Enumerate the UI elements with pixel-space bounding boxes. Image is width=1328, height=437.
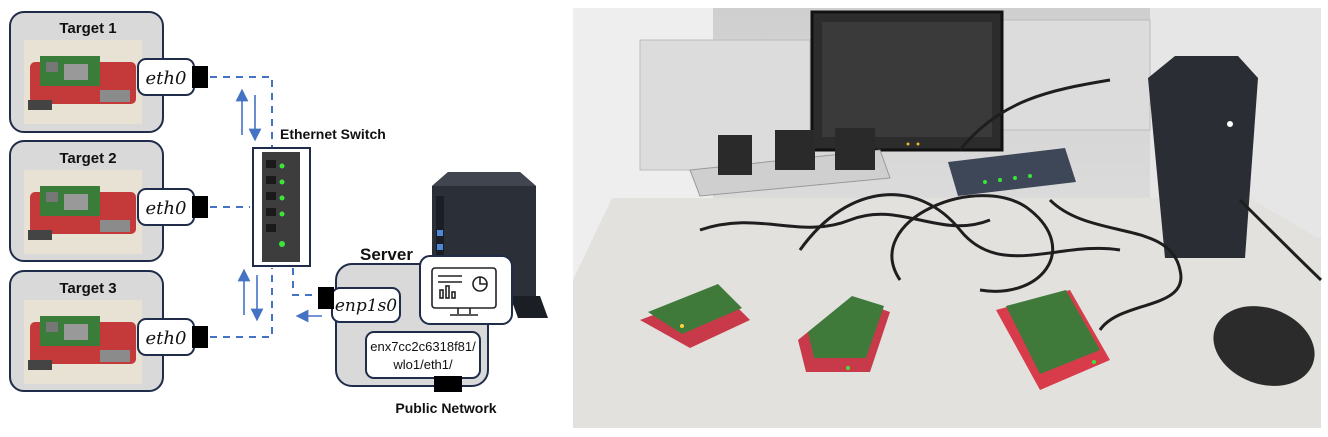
switch-label: Ethernet Switch: [280, 126, 386, 142]
target-2-title: Target 2: [59, 150, 116, 167]
target-3-port: [192, 326, 208, 348]
target-3-title: Target 3: [59, 280, 116, 297]
photo-mini-pc: [1148, 56, 1258, 258]
public-network-label: Public Network: [395, 400, 496, 416]
target-2-box: Target 2 eth0: [10, 141, 208, 261]
setup-photo: [573, 8, 1326, 428]
target-2-port: [192, 196, 208, 218]
target-1-iface: eth0: [146, 68, 187, 89]
target-3-box: Target 3 eth0: [10, 271, 208, 391]
target-3-iface: eth0: [146, 328, 187, 349]
public-ifaces-line2: wlo1/eth1/: [392, 357, 453, 372]
target-1-port: [192, 66, 208, 88]
server-iface: enp1s0: [335, 296, 397, 316]
server-box: Server enp1s0 enx7cc2c6318f81/ wlo1/eth1…: [318, 245, 512, 392]
raspberry-pi-board-image: [24, 300, 142, 384]
public-port: [434, 376, 462, 392]
ethernet-switch: [253, 148, 310, 266]
target-1-title: Target 1: [59, 20, 116, 37]
server-port: [318, 287, 334, 309]
server-title: Server: [360, 245, 413, 264]
network-diagram: Target 1 eth0 Target 2: [10, 12, 548, 416]
raspberry-pi-board-image: [24, 40, 142, 124]
target-1-box: Target 1 eth0: [10, 12, 208, 132]
target-2-iface: eth0: [146, 198, 187, 219]
raspberry-pi-board-image: [24, 170, 142, 254]
public-ifaces-line1: enx7cc2c6318f81/: [370, 339, 476, 354]
